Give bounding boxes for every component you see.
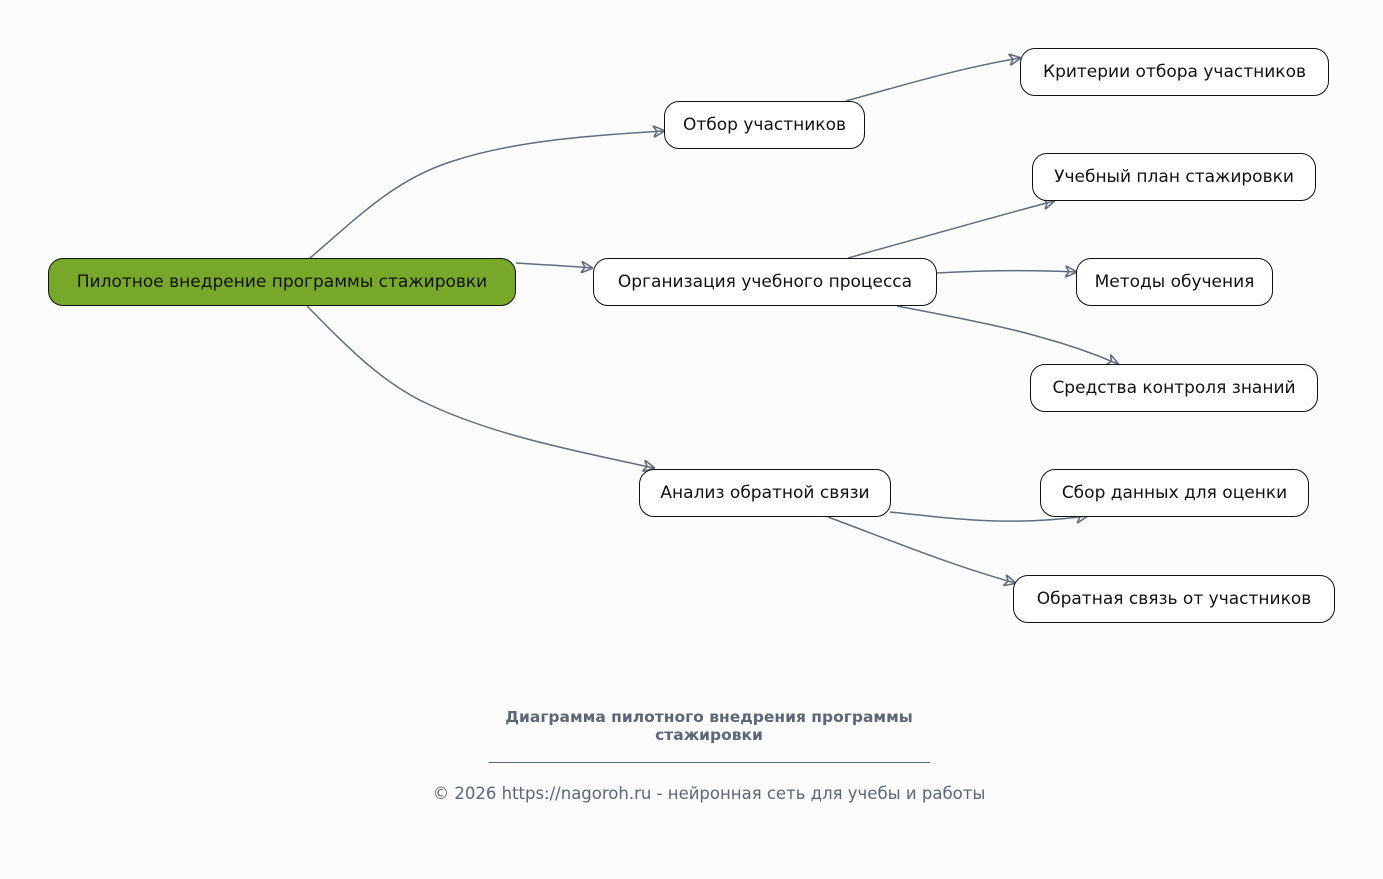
footer-copyright: © 2026 https://nagoroh.ru - нейронная се… [432, 784, 986, 803]
edge-root-feedback-analysis [306, 305, 654, 468]
node-curriculum: Учебный план стажировки [1032, 153, 1316, 201]
node-assessment-tools: Средства контроля знаний [1030, 364, 1318, 412]
node-methods: Методы обучения [1076, 258, 1273, 306]
edge-root-organization [515, 263, 592, 268]
edge-feedback-data-collection [889, 512, 1087, 521]
node-participant-feedback: Обратная связь от участников [1013, 575, 1335, 623]
edge-organization-methods [935, 271, 1076, 273]
node-organization: Организация учебного процесса [593, 258, 937, 306]
node-root: Пилотное внедрение программы стажировки [48, 258, 516, 306]
edge-root-selection [309, 131, 664, 259]
diagram-title: Диаграмма пилотного внедрения программы … [505, 708, 913, 744]
node-selection: Отбор участников [664, 101, 865, 149]
node-feedback-analysis: Анализ обратной связи [639, 469, 891, 517]
title-divider [489, 762, 930, 763]
node-selection-criteria: Критерии отбора участников [1020, 48, 1329, 96]
edge-selection-criteria [845, 58, 1020, 102]
edge-organization-assessment [896, 305, 1118, 364]
edge-organization-curriculum [847, 201, 1054, 259]
node-data-collection: Сбор данных для оценки [1040, 469, 1309, 517]
edge-feedback-participant [827, 516, 1015, 583]
